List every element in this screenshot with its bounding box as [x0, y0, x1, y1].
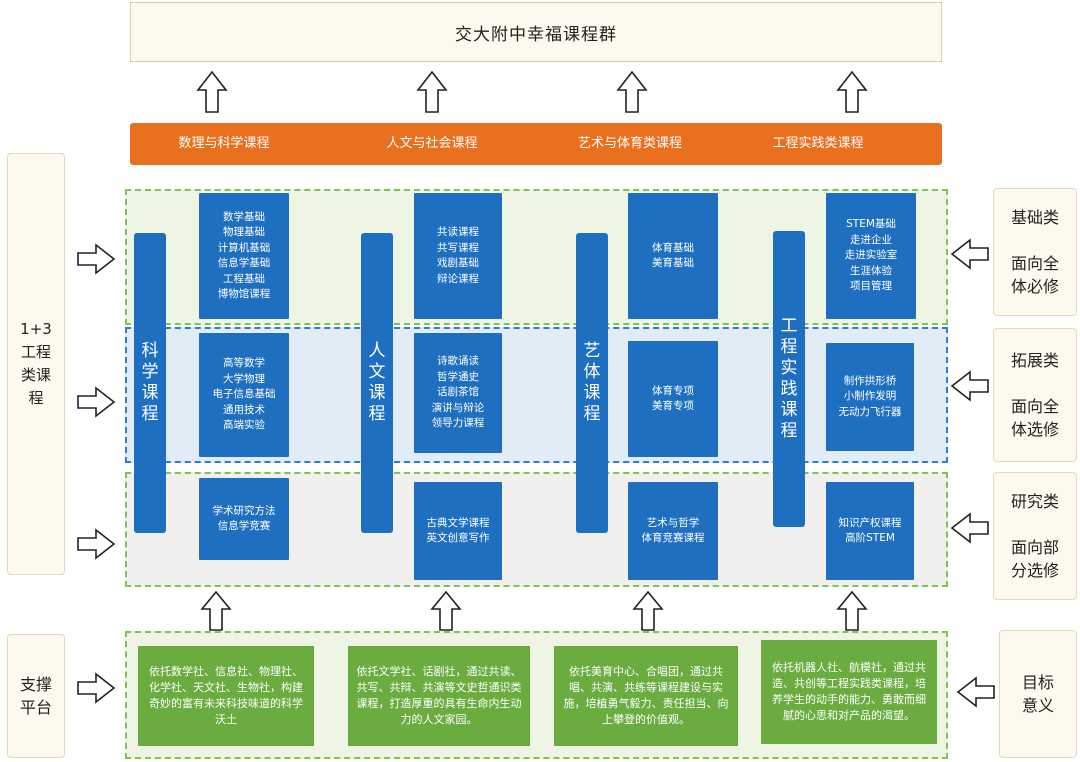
right-arrow-icon	[76, 386, 116, 418]
up-arrow-icon	[836, 590, 868, 632]
arts-expand-box: 体育专项 美育专项	[628, 341, 718, 457]
humanities-support-box: 依托文学社、话剧社，通过共读、共写、共辩、共演等文史哲通识类课程，打造厚重的具有…	[348, 646, 530, 746]
science-expand-box: 高等数学 大学物理 电子信息基础 通用技术 高端实验	[199, 333, 289, 457]
basic-category-label: 基础类 面向全 体必修	[993, 188, 1077, 316]
arts-sports-course-bar: 艺 体 课 程	[576, 233, 608, 533]
science-research-box: 学术研究方法 信息学竞赛	[199, 478, 289, 560]
up-arrow-icon	[632, 590, 664, 632]
up-arrow-icon	[836, 70, 868, 114]
up-arrow-icon	[616, 70, 648, 114]
left-arrow-icon	[956, 676, 996, 708]
support-platform-label: 支撑 平台	[7, 634, 65, 758]
humanities-basic-box: 共读课程 共写课程 戏剧基础 辩论课程	[414, 193, 502, 319]
category-bar: 数理与科学课程 人文与社会课程 艺术与体育类课程 工程实践类课程	[130, 123, 942, 165]
right-arrow-icon	[76, 528, 116, 560]
engineering-course-bar: 工 程 实 践 课 程	[773, 231, 805, 527]
category-label: 工程实践类课程	[772, 136, 864, 151]
science-course-bar: 科 学 课 程	[134, 233, 166, 533]
arts-basic-box: 体育基础 美育基础	[628, 193, 718, 319]
engineering-1plus3-label: 1+3 工程 类课 程	[7, 153, 65, 575]
category-label: 艺术与体育类课程	[577, 136, 682, 151]
left-arrow-icon	[950, 370, 990, 402]
expand-category-label: 拓展类 面向全 体选修	[993, 328, 1077, 462]
right-arrow-icon	[76, 243, 116, 275]
science-basic-box: 数学基础 物理基础 计算机基础 信息学基础 工程基础 博物馆课程	[199, 193, 289, 319]
up-arrow-icon	[196, 70, 228, 114]
research-category-label: 研究类 面向部 分选修	[993, 472, 1077, 600]
arts-support-box: 依托美育中心、合唱团，通过共唱、共演、共练等课程建设与实施，培植勇气毅力、责任担…	[554, 646, 738, 746]
up-arrow-icon	[416, 70, 448, 114]
engineering-support-box: 依托机器人社、航模社，通过共造、共创等工程实践类课程，培养学生的动手的能力、勇敢…	[761, 640, 937, 744]
humanities-expand-box: 诗歌诵读 哲学通史 话剧茶馆 演讲与辩论 领导力课程	[414, 333, 502, 453]
diagram-title: 交大附中幸福课程群	[130, 2, 942, 62]
right-arrow-icon	[76, 672, 116, 704]
science-support-box: 依托数学社、信息社、物理社、化学社、天文社、生物社，构建奇妙的富有未来科技味道的…	[138, 646, 314, 746]
engineering-expand-box: 制作拱形桥 小制作发明 无动力飞行器	[826, 343, 914, 451]
engineering-basic-box: STEM基础 走进企业 走进实验室 生涯体验 项目管理	[826, 193, 916, 319]
up-arrow-icon	[430, 590, 462, 632]
category-label: 数理与科学课程	[178, 136, 270, 151]
humanities-course-bar: 人 文 课 程	[361, 233, 393, 533]
category-label: 人文与社会课程	[386, 136, 478, 151]
arts-research-box: 艺术与哲学 体育竞赛课程	[628, 482, 718, 580]
left-arrow-icon	[950, 512, 990, 544]
humanities-research-box: 古典文学课程 英文创意写作	[414, 482, 502, 580]
up-arrow-icon	[200, 590, 232, 632]
left-arrow-icon	[950, 238, 990, 270]
goal-meaning-label: 目标 意义	[999, 630, 1077, 758]
engineering-research-box: 知识产权课程 高阶STEM	[826, 482, 914, 580]
